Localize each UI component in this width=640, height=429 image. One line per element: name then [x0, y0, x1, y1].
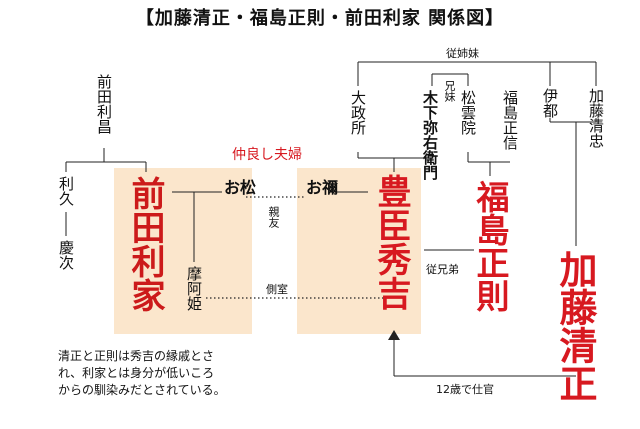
- person-shounin: 松雲院: [459, 90, 477, 135]
- note-line: からの馴染みだとされている。: [58, 383, 226, 397]
- person-kato-kiyotada: 加藤清忠: [587, 88, 605, 148]
- toshiie-family-box: [114, 168, 252, 334]
- person-maahime: 摩阿姫: [185, 266, 203, 311]
- person-onene: お禰: [306, 178, 339, 197]
- label-concubine: 側室: [266, 283, 288, 296]
- person-fukushima-masanori: 福島正則: [471, 180, 510, 312]
- label-service: 12歳で仕官: [436, 383, 494, 396]
- person-kinoshita-yaemon: 木下弥右衛門: [421, 90, 439, 180]
- label-friends: 親友: [267, 206, 280, 228]
- caption-note: 清正と正則は秀吉の縁戚とさ れ、利家とは身分が低いころ からの馴染みだとされてい…: [58, 348, 268, 399]
- diagram-title: 【加藤清正・福島正則・前田利家 関係図】: [135, 8, 505, 29]
- label-siblings: 兄妹: [443, 80, 456, 102]
- label-couple: 仲良し夫婦: [232, 147, 302, 163]
- label-cousins: 従兄弟: [426, 263, 459, 276]
- note-line: 清正と正則は秀吉の縁戚とさ: [58, 349, 215, 363]
- person-toshihisa: 利久: [57, 176, 75, 206]
- person-ito: 伊都: [541, 88, 559, 118]
- hideyoshi-family-box: [297, 168, 421, 334]
- label-sibling-in-law: 従姉妹: [446, 47, 479, 60]
- person-omatsu: お松: [224, 178, 257, 197]
- person-toyotomi-hideyoshi: 豊臣秀吉: [371, 174, 411, 310]
- person-keiji: 慶次: [57, 240, 75, 270]
- person-fukushima-masanobu: 福島正信: [501, 90, 519, 150]
- note-line: れ、利家とは身分が低いころ: [58, 366, 215, 380]
- person-omandokoro: 大政所: [349, 90, 367, 135]
- person-kato-kiyomasa: 加藤清正: [553, 250, 597, 402]
- person-maeda-toshimasa: 前田利昌: [95, 74, 113, 134]
- person-maeda-toshiie: 前田利家: [125, 176, 165, 312]
